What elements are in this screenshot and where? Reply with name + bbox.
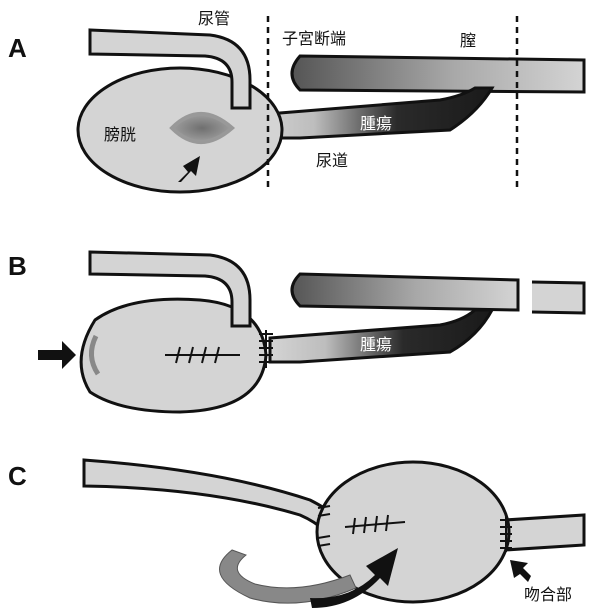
vagina-stub-b bbox=[532, 282, 584, 313]
label-fistula-b: 腫瘍 bbox=[360, 335, 392, 354]
label-fistula-a: 腫瘍 bbox=[360, 114, 392, 133]
vagina-tube-a bbox=[292, 56, 584, 92]
label-ureter: 尿管 bbox=[198, 9, 230, 28]
panel-label-c: C bbox=[8, 461, 27, 491]
arrow-left-b bbox=[38, 341, 76, 369]
urethra-tube-c bbox=[505, 515, 584, 550]
panel-c: C bbox=[8, 460, 584, 608]
panel-label-b: B bbox=[8, 251, 27, 281]
panel-b: B 腫瘍 bbox=[8, 251, 584, 412]
label-anastomosis: 吻合部 bbox=[524, 585, 572, 604]
arrow-to-anastomosis bbox=[510, 560, 531, 582]
label-vagina: 膣 bbox=[460, 31, 476, 50]
label-bladder: 膀胱 bbox=[104, 125, 136, 144]
panel-a: A 尿管 子宮断端 膣 膀胱 腫瘍 尿道 bbox=[8, 9, 584, 192]
label-uterine-stump: 子宮断端 bbox=[282, 29, 346, 48]
panel-label-a: A bbox=[8, 33, 27, 63]
label-urethra: 尿道 bbox=[316, 151, 348, 170]
vagina-tube-b bbox=[292, 274, 518, 310]
